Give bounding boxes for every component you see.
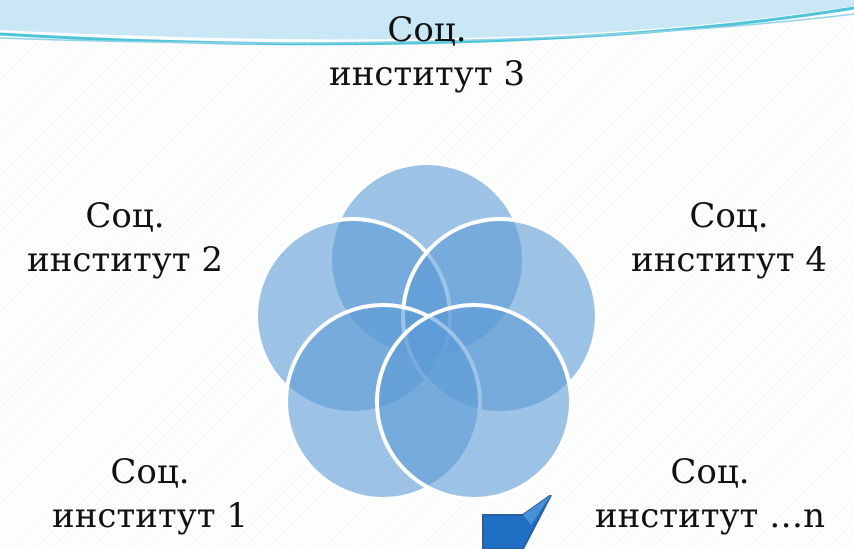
header-swoosh-decoration <box>0 0 854 46</box>
label-institute-4: Соц. институт 4 <box>604 194 854 282</box>
label-institute-3-line1: Соц. <box>387 10 467 50</box>
label-institute-2: Соц. институт 2 <box>0 194 250 282</box>
label-institute-2-line1: Соц. <box>85 196 165 236</box>
label-institute-3-line2: институт 3 <box>329 54 525 94</box>
label-institute-n-line2: институт …n <box>594 496 826 536</box>
label-institute-1-line1: Соц. <box>110 452 190 492</box>
label-institute-4-line2: институт 4 <box>631 240 827 280</box>
circle-institute-n[interactable] <box>375 303 573 501</box>
label-institute-1: Соц. институт 1 <box>30 450 270 538</box>
label-institute-n-line1: Соц. <box>670 452 750 492</box>
arrow-shape <box>482 495 552 549</box>
label-institute-2-line2: институт 2 <box>27 240 223 280</box>
label-institute-4-line1: Соц. <box>689 196 769 236</box>
label-institute-1-line2: институт 1 <box>52 496 248 536</box>
label-institute-3: Соц. институт 3 <box>297 8 557 96</box>
label-institute-n: Соц. институт …n <box>575 450 845 538</box>
